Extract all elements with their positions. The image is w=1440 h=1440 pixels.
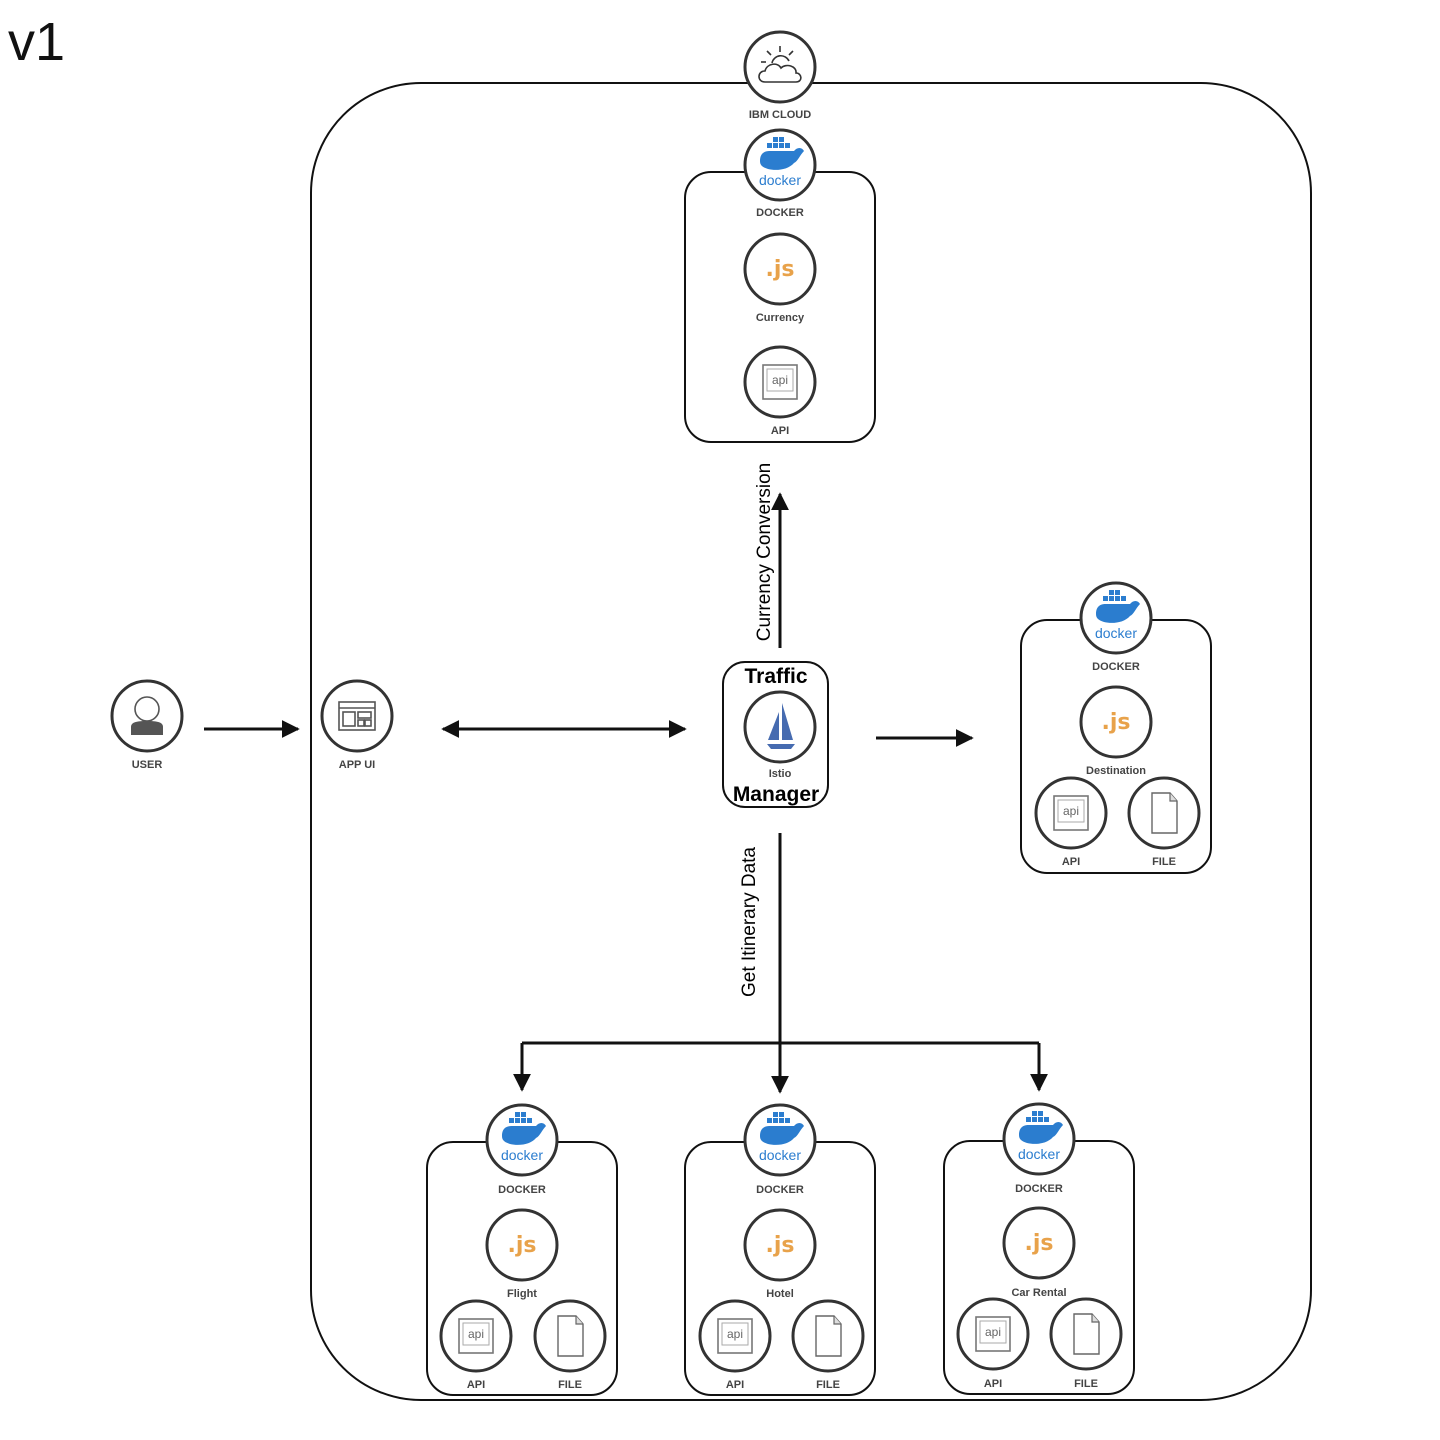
docker-logo-text: docker <box>501 1147 543 1163</box>
car-rental-api-label: API <box>984 1378 1002 1390</box>
get-itinerary-label: Get Itinerary Data <box>739 847 760 997</box>
cloud-sun-icon <box>758 46 802 83</box>
nodejs-icon: .js <box>1025 1231 1054 1256</box>
hotel-docker-label: DOCKER <box>756 1184 804 1196</box>
traffic-manager-box: Traffic Istio Manager <box>722 661 829 808</box>
api-icon-text: api <box>1063 804 1079 818</box>
currency-api-label: API <box>771 425 789 437</box>
destination-file-label: FILE <box>1152 856 1176 868</box>
currency-service-label: Currency <box>756 312 805 324</box>
currency-conversion-label: Currency Conversion <box>754 463 775 641</box>
destination-service-box: docker DOCKER .js Destination api API FI… <box>1020 581 1212 874</box>
hotel-service-label: Hotel <box>766 1288 794 1300</box>
nodejs-icon: .js <box>766 1233 795 1258</box>
flight-service-label: Flight <box>507 1288 537 1300</box>
car-rental-service-box: docker DOCKER .js Car Rental api API FIL… <box>943 1102 1135 1395</box>
docker-logo-text: docker <box>1095 625 1137 641</box>
file-icon <box>557 1315 584 1357</box>
docker-logo-text: docker <box>759 1147 801 1163</box>
nodejs-icon: .js <box>1102 710 1131 735</box>
nodejs-icon: .js <box>508 1233 537 1258</box>
car-rental-file-label: FILE <box>1074 1378 1098 1390</box>
version-label: v1 <box>8 12 65 72</box>
car-rental-service-label: Car Rental <box>1011 1287 1066 1299</box>
file-icon <box>1151 792 1178 834</box>
flight-api-label: API <box>467 1379 485 1391</box>
nodejs-icon: .js <box>766 257 795 282</box>
destination-docker-label: DOCKER <box>1092 661 1140 673</box>
file-icon <box>815 1315 842 1357</box>
hotel-api-label: API <box>726 1379 744 1391</box>
app-ui-node: APP UI <box>320 679 394 771</box>
api-icon-text: api <box>727 1327 743 1341</box>
destination-api-label: API <box>1062 856 1080 868</box>
hotel-service-box: docker DOCKER .js Hotel api API FILE <box>684 1103 876 1396</box>
docker-logo-text: docker <box>1018 1146 1060 1162</box>
api-icon-text: api <box>468 1327 484 1341</box>
app-ui-label: APP UI <box>339 759 375 771</box>
flight-file-label: FILE <box>558 1379 582 1391</box>
user-node: USER <box>110 679 184 771</box>
flight-service-box: docker DOCKER .js Flight api API FILE <box>426 1103 618 1396</box>
traffic-manager-title-top: Traffic <box>744 665 807 688</box>
ibm-cloud-label: IBM CLOUD <box>749 109 811 121</box>
istio-sail-icon <box>767 703 795 749</box>
api-icon-text: api <box>772 373 788 387</box>
user-icon <box>131 696 163 735</box>
api-icon-text: api <box>985 1325 1001 1339</box>
docker-logo-text: docker <box>759 172 801 188</box>
ibm-cloud-node: IBM CLOUD <box>743 30 817 121</box>
car-rental-docker-label: DOCKER <box>1015 1183 1063 1195</box>
currency-docker-label: DOCKER <box>756 207 804 219</box>
file-icon <box>1073 1313 1100 1355</box>
flight-docker-label: DOCKER <box>498 1184 546 1196</box>
user-label: USER <box>132 759 163 771</box>
hotel-file-label: FILE <box>816 1379 840 1391</box>
destination-service-label: Destination <box>1086 765 1146 777</box>
browser-window-icon <box>338 701 376 731</box>
istio-label: Istio <box>769 768 792 780</box>
currency-service-box: docker DOCKER .js Currency api API <box>684 128 876 443</box>
traffic-manager-title-bottom: Manager <box>733 783 819 806</box>
